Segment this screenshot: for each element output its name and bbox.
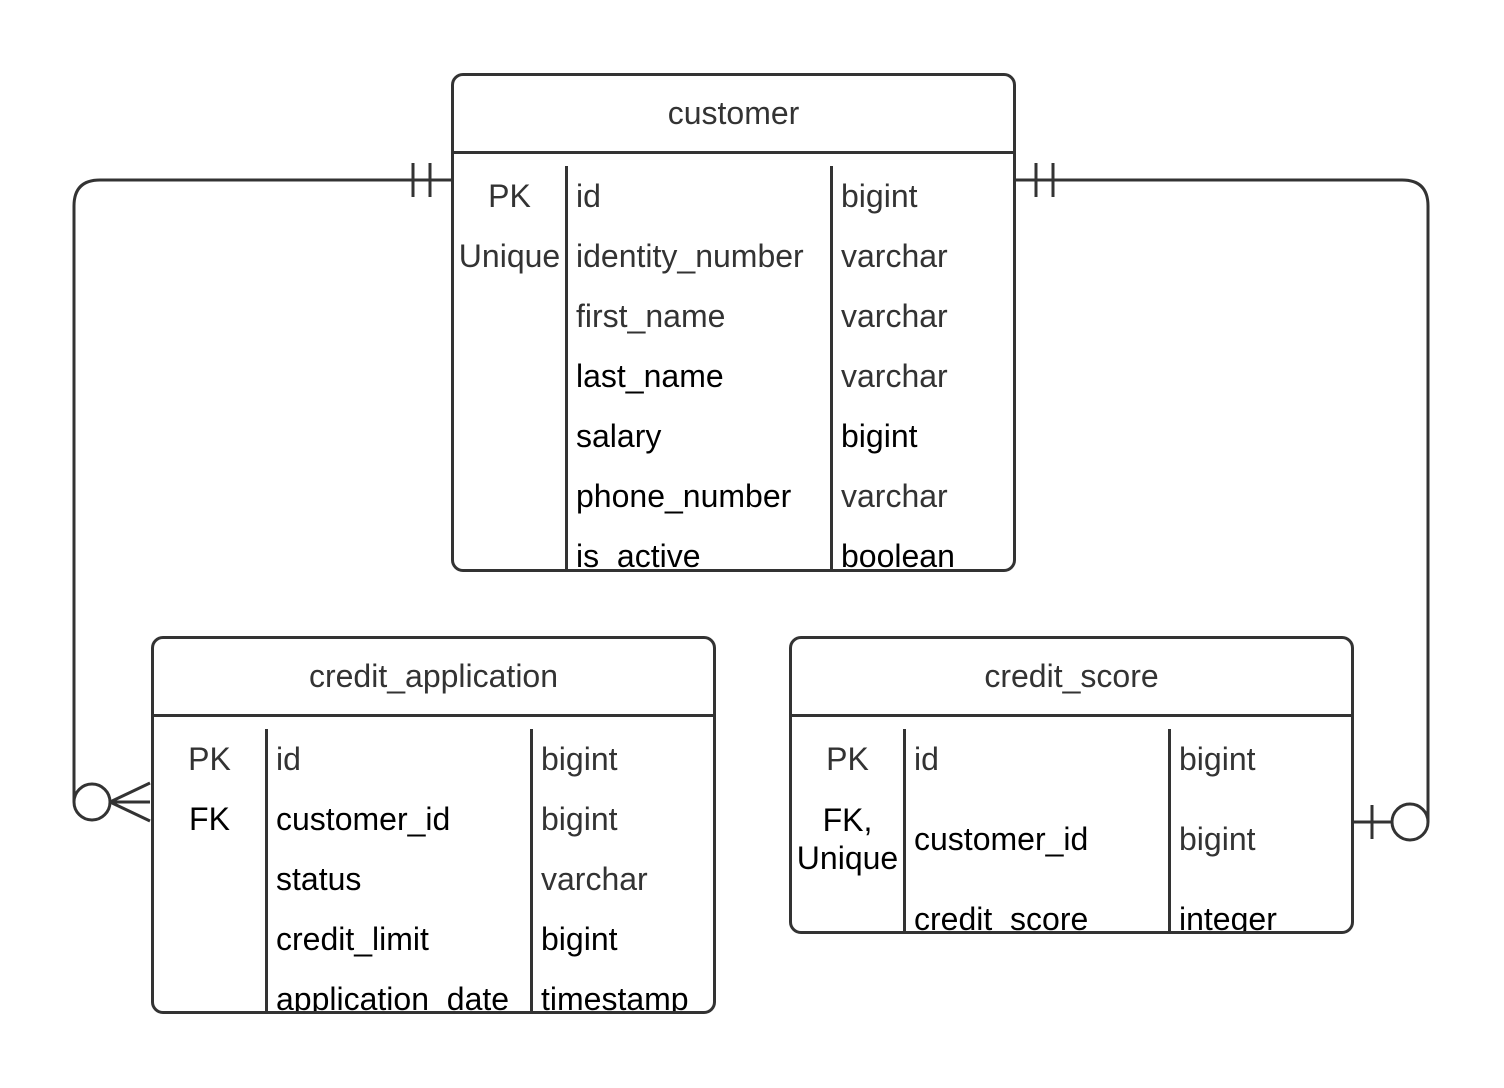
key-cell bbox=[154, 969, 265, 1011]
column-type: bigint bbox=[841, 178, 918, 214]
column-name: last_name bbox=[576, 358, 724, 394]
column-type: bigint bbox=[541, 921, 618, 957]
entity-credit-score[interactable]: credit_score PK FK, Unique id customer_i… bbox=[789, 636, 1354, 934]
key-cell bbox=[454, 406, 565, 466]
column-type: varchar bbox=[841, 298, 948, 334]
column-type: varchar bbox=[841, 478, 948, 514]
entity-title: customer bbox=[454, 76, 1013, 154]
key-cell bbox=[454, 286, 565, 346]
column-name: id bbox=[914, 741, 939, 777]
column-name: customer_id bbox=[914, 821, 1089, 857]
column-type: integer bbox=[1179, 901, 1277, 934]
key-cell bbox=[454, 346, 565, 406]
column-name: identity_number bbox=[576, 238, 804, 274]
key-cell bbox=[154, 909, 265, 969]
column-type: bigint bbox=[541, 741, 618, 777]
column-type: bigint bbox=[1179, 741, 1256, 777]
column-name: salary bbox=[576, 418, 662, 454]
column-type: boolean bbox=[841, 538, 955, 572]
key-cell bbox=[454, 526, 565, 569]
column-name: id bbox=[276, 741, 301, 777]
column-name: id bbox=[576, 178, 601, 214]
key-cell: FK, Unique bbox=[796, 802, 899, 876]
key-cell: PK bbox=[826, 741, 869, 777]
column-type: bigint bbox=[541, 801, 618, 837]
column-type: bigint bbox=[841, 418, 918, 454]
key-cell bbox=[792, 889, 903, 931]
column-name: is_active bbox=[576, 538, 701, 572]
key-cell bbox=[154, 849, 265, 909]
column-type: varchar bbox=[541, 861, 648, 897]
zero-or-one-circle-marker bbox=[1390, 802, 1430, 842]
zero-or-many-circle-marker bbox=[72, 782, 112, 822]
column-name: customer_id bbox=[276, 801, 451, 837]
relationship-customer-credit-application bbox=[72, 163, 451, 823]
entity-title: credit_application bbox=[154, 639, 713, 717]
key-cell: PK bbox=[188, 741, 231, 777]
column-name: status bbox=[276, 861, 362, 897]
column-name: credit_score bbox=[914, 901, 1089, 934]
key-cell: Unique bbox=[458, 238, 561, 274]
column-type: varchar bbox=[841, 358, 948, 394]
column-name: application_date bbox=[276, 981, 510, 1014]
entity-customer[interactable]: customer PK Unique id identity_number fi… bbox=[451, 73, 1016, 572]
column-name: phone_number bbox=[576, 478, 792, 514]
relationship-customer-credit-score bbox=[1016, 163, 1430, 842]
key-cell bbox=[454, 466, 565, 526]
crows-foot-marker bbox=[109, 781, 151, 804]
entity-title: credit_score bbox=[792, 639, 1351, 717]
column-type: timestamp bbox=[541, 981, 689, 1014]
key-cell: PK bbox=[488, 178, 531, 214]
column-type: bigint bbox=[1179, 821, 1256, 857]
key-cell: FK bbox=[189, 801, 230, 837]
column-name: first_name bbox=[576, 298, 726, 334]
column-name: credit_limit bbox=[276, 921, 429, 957]
entity-credit-application[interactable]: credit_application PK FK id customer_id … bbox=[151, 636, 716, 1014]
column-type: varchar bbox=[841, 238, 948, 274]
